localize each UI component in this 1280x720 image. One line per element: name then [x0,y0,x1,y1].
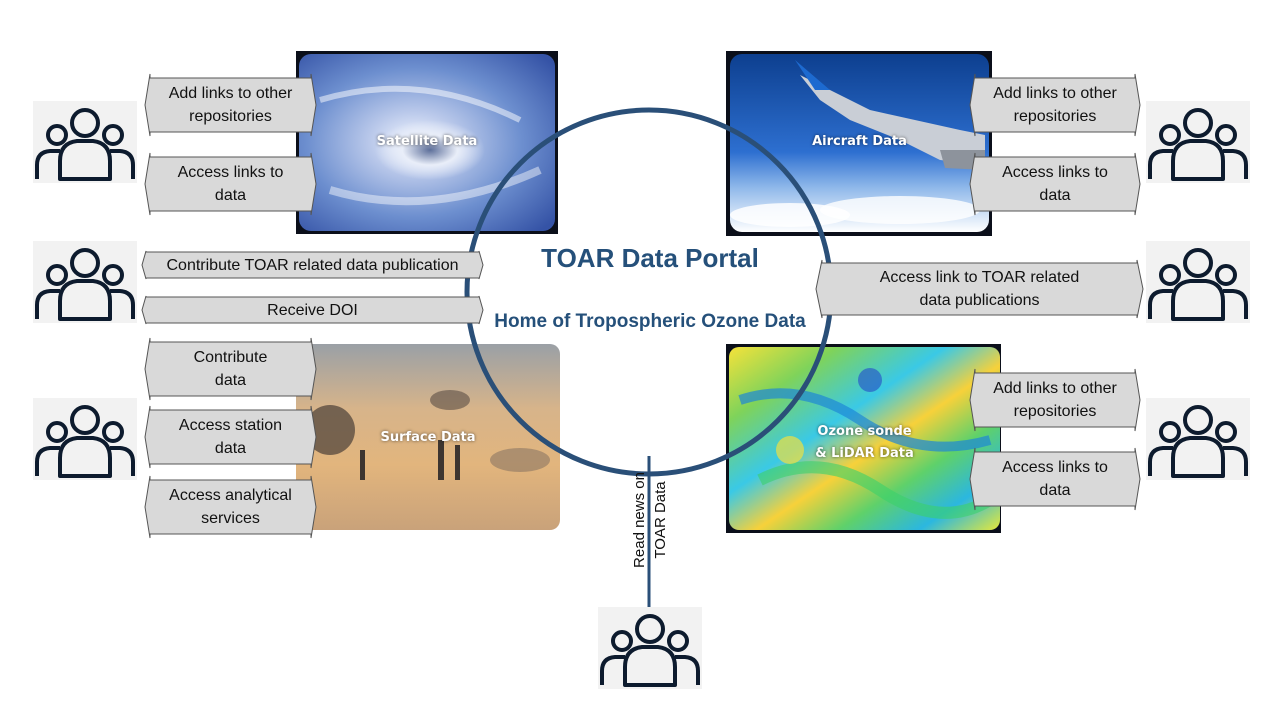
label-sat-access-links: Access links to data [177,164,284,204]
ozone-caption-line1: Ozone sonde [817,424,912,439]
label-contribute-publication: Contribute TOAR related data publication [166,256,459,274]
ozone-image [726,344,1001,533]
arrow-air-add-links [969,73,1141,137]
arrow-access-station [144,405,317,469]
label-sat-add-links: Add links to other repositories [168,85,293,125]
arrow-air-access-links [969,152,1141,216]
satellite-image [296,51,558,234]
label-air-add-links: Add links to other repositories [993,85,1117,125]
user-group-icon [598,607,702,689]
label-air-access-links: Access links to data [1002,164,1108,204]
arrow-sat-access-links [144,152,317,216]
arrow-receive-doi [141,295,484,325]
label-read-news: Read news on TOAR Data [631,472,669,568]
user-group-icon [33,101,137,183]
arrow-contribute-data [144,337,317,401]
ozone-caption-line2: & LiDAR Data [815,446,914,461]
label-oz-add-links: Add links to other repositories [993,380,1117,420]
portal-subtitle: Home of Tropospheric Ozone Data [494,311,806,332]
ozone-tile: Ozone sonde & LiDAR Data [729,347,1000,530]
arrow-contribute-publication [141,250,484,280]
ozone-caption: Ozone sonde & LiDAR Data [729,421,1000,465]
aircraft-image [726,51,992,236]
aircraft-tile: Aircraft Data [730,54,989,232]
label-contribute-data: Contribute data [193,349,268,389]
arrow-access-analytical [144,475,317,539]
surface-caption: Surface Data [380,430,476,445]
user-group-icon [1146,241,1250,323]
label-access-publications: Access link to TOAR related data publica… [879,269,1080,309]
label-oz-access-links: Access links to data [1002,459,1108,499]
user-group-icon [33,398,137,480]
satellite-tile: Satellite Data [299,54,555,231]
label-access-station: Access station data [178,417,283,457]
surface-tile: Surface Data [296,344,560,530]
arrow-oz-access-links [969,447,1141,511]
aircraft-caption: Aircraft Data [812,134,907,149]
user-group-icon [1146,398,1250,480]
label-access-analytical: Access analytical services [169,487,292,527]
arrow-sat-add-links [144,73,317,137]
satellite-caption: Satellite Data [376,134,478,149]
arrow-oz-add-links [969,368,1141,432]
arrow-access-publications [815,259,1144,319]
portal-title: TOAR Data Portal [541,243,759,273]
user-group-icon [1146,101,1250,183]
label-receive-doi: Receive DOI [267,301,358,319]
user-group-icon [33,241,137,323]
